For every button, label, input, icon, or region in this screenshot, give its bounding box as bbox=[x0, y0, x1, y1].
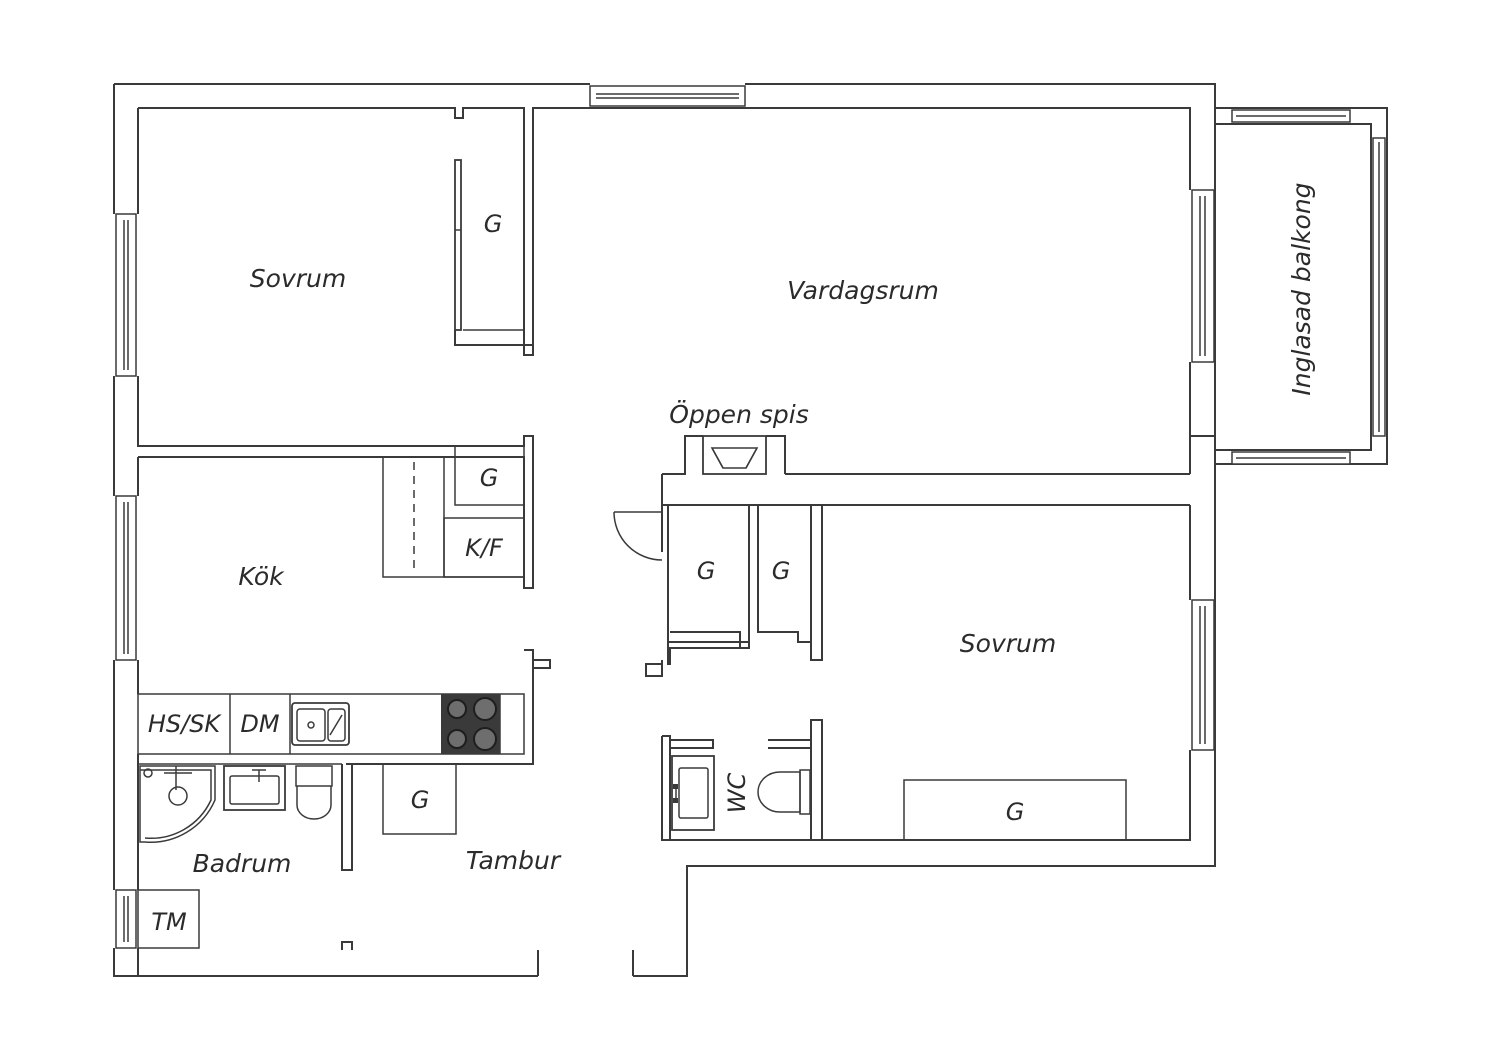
room-label-bedroom-top: Sovrum bbox=[250, 264, 346, 293]
label-hall-storage: G bbox=[411, 786, 430, 814]
label-washing-machine: TM bbox=[151, 908, 187, 936]
windows bbox=[115, 85, 1215, 949]
window-bedroom-right bbox=[1191, 599, 1215, 751]
window-living-right bbox=[1191, 189, 1215, 363]
room-label-balcony: Inglasad balkong bbox=[1287, 182, 1316, 395]
label-wardrobe-top: G bbox=[484, 210, 503, 238]
label-kitchen-storage: G bbox=[480, 464, 499, 492]
window-left-bath bbox=[115, 889, 137, 949]
room-label-bedroom-bottom: Sovrum bbox=[960, 629, 1056, 658]
balcony bbox=[1214, 107, 1388, 465]
bedroom-bottom bbox=[822, 505, 1191, 841]
washbasin bbox=[223, 765, 286, 811]
label-fridge-freezer: K/F bbox=[465, 534, 504, 562]
window-left-bedroom bbox=[115, 213, 137, 377]
label-toilet: WC bbox=[723, 773, 751, 814]
kitchen-sink bbox=[291, 702, 350, 746]
label-fireplace: Öppen spis bbox=[669, 400, 808, 429]
bath-toilet bbox=[295, 765, 333, 787]
room-label-entrance: Tambur bbox=[466, 846, 562, 875]
fireplace bbox=[662, 435, 786, 475]
room-label-bathroom: Badrum bbox=[193, 849, 292, 878]
shower bbox=[139, 765, 216, 843]
label-cabinets: HS/SK bbox=[148, 710, 223, 738]
label-dishwasher: DM bbox=[240, 710, 279, 738]
kitchen-block bbox=[137, 445, 551, 765]
window-top bbox=[589, 85, 746, 107]
entrance-closet bbox=[382, 763, 457, 835]
corridor-walls bbox=[613, 474, 1190, 677]
label-hall-closet-1: G bbox=[697, 557, 716, 585]
outer-walls bbox=[113, 83, 1216, 977]
window-left-kitchen bbox=[115, 495, 137, 661]
room-label-living: Vardagsrum bbox=[787, 276, 939, 305]
bathroom bbox=[137, 754, 353, 976]
label-hall-closet-2: G bbox=[772, 557, 791, 585]
label-wardrobe-bottom: G bbox=[1006, 798, 1025, 826]
room-label-kitchen: Kök bbox=[238, 562, 285, 591]
wardrobe-top bbox=[454, 159, 533, 346]
